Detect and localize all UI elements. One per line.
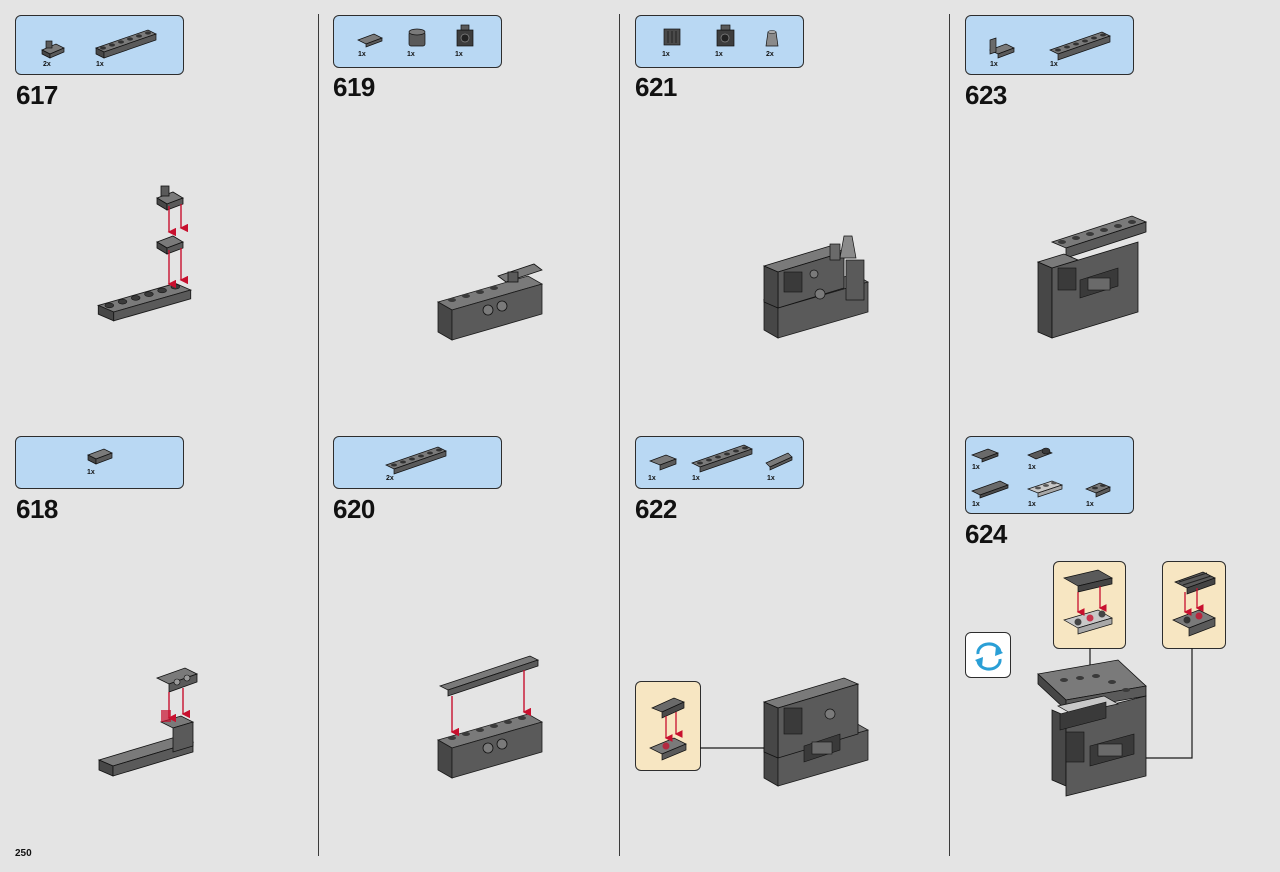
plate-1x6-icon (1049, 31, 1111, 61)
part-qty: 1x (972, 501, 980, 508)
assembly-620 (437, 655, 543, 779)
callout-art (1063, 569, 1113, 635)
part-qty: 1x (1028, 501, 1036, 508)
tile-1x2-icon (357, 33, 383, 48)
tile-icon (971, 448, 999, 463)
assembly-617 (97, 185, 192, 322)
bracket-icon (989, 37, 1015, 59)
part-qty: 1x (972, 464, 980, 471)
parts-box-620: 2x (333, 436, 502, 489)
rotate-model-icon (965, 632, 1011, 678)
part-qty: 1x (715, 51, 723, 58)
part-qty: 1x (96, 61, 104, 68)
assembly-624 (1037, 659, 1147, 797)
parts-box-618: 1x (15, 436, 184, 489)
step-number: 624 (965, 519, 1007, 549)
assembly-623 (1036, 215, 1148, 339)
callout-art (649, 697, 687, 761)
step-number: 623 (965, 80, 1007, 110)
part-qty: 1x (1028, 464, 1036, 471)
step-number: 619 (333, 72, 375, 102)
sub-assembly-callout (1162, 561, 1226, 649)
part-qty: 1x (1050, 61, 1058, 68)
page-number: 250 (15, 848, 32, 859)
assembly-621 (762, 235, 869, 339)
step-number: 621 (635, 72, 677, 102)
part-qty: 1x (692, 475, 700, 482)
parts-box-624: 1x 1x 1x 1x 1x (965, 436, 1134, 514)
part-qty: 2x (766, 51, 774, 58)
step-number: 620 (333, 494, 375, 524)
parts-box-617: 2x 1x (15, 15, 184, 75)
sub-assembly-callout (1053, 561, 1126, 649)
step-number: 618 (16, 494, 58, 524)
parts-box-622: 1x 1x 1x (635, 436, 804, 489)
bracket-plate-icon (41, 40, 65, 59)
grille-brick-icon (663, 28, 681, 46)
cone-icon (765, 30, 779, 47)
part-qty: 1x (455, 51, 463, 58)
part-qty: 1x (767, 475, 775, 482)
sub-assembly-callout (635, 681, 701, 771)
wedge-plate-icon (765, 452, 793, 471)
engine-part-icon (456, 24, 474, 47)
callout-art (1172, 571, 1216, 637)
part-qty: 1x (87, 469, 95, 476)
part-qty: 1x (990, 61, 998, 68)
parts-box-619: 1x 1x 1x (333, 15, 502, 68)
plate-1x2-icon (1085, 482, 1111, 498)
clip-plate-icon (87, 448, 113, 465)
step-number: 617 (16, 80, 58, 110)
parts-box-621: 1x 1x 2x (635, 15, 804, 68)
part-qty: 1x (1086, 501, 1094, 508)
part-qty: 1x (407, 51, 415, 58)
tile-1x3-icon (971, 480, 1009, 499)
plate-1x6-icon (691, 444, 753, 473)
round-brick-icon (408, 28, 426, 47)
part-qty: 2x (386, 475, 394, 482)
plate-light-gray-icon (1026, 480, 1064, 498)
clip-icon (1027, 447, 1053, 460)
engine-part-icon (716, 24, 735, 47)
column-divider (318, 14, 319, 856)
parts-box-623: 1x 1x (965, 15, 1134, 75)
part-qty: 1x (358, 51, 366, 58)
column-divider (619, 14, 620, 856)
part-qty: 2x (43, 61, 51, 68)
column-divider (949, 14, 950, 856)
assembly-619 (437, 263, 543, 341)
rotate-arrows-icon (975, 642, 1003, 671)
plate-1x6-icon (95, 29, 157, 59)
part-qty: 1x (648, 475, 656, 482)
plate-1x6-icon (385, 446, 447, 475)
part-qty: 1x (662, 51, 670, 58)
clip-plate-icon (649, 454, 677, 471)
assembly-622 (762, 677, 869, 787)
step-number: 622 (635, 494, 677, 524)
assembly-618 (97, 667, 199, 777)
